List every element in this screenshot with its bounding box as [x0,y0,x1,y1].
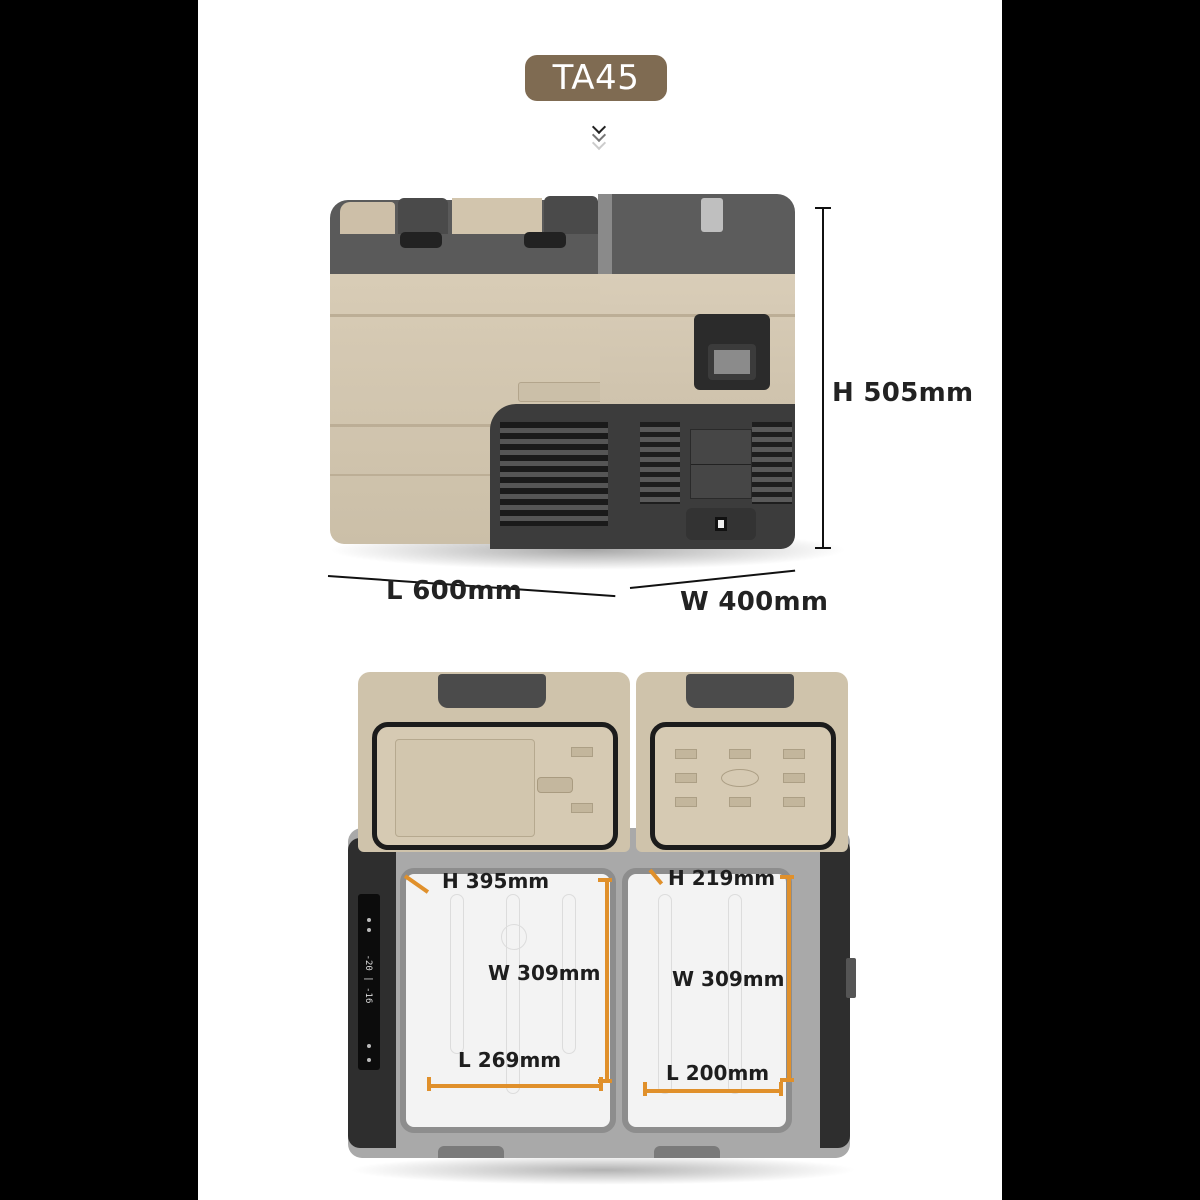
measure-tick [427,1077,431,1091]
lid-corner-trim [598,194,612,274]
lid-knob [537,777,573,793]
button-dot [367,1044,371,1048]
width-label: W 400mm [680,587,829,617]
power-port-housing [686,508,756,540]
model-badge: TA45 [525,55,667,101]
vent-grille [640,422,680,504]
lid-left-open [358,672,630,852]
measure-tick [598,878,612,882]
lid-side [600,194,795,274]
indicator-dot [367,928,371,932]
carry-handle [694,314,770,390]
lid-latch [524,232,566,248]
right-height-label: H 219mm [668,866,776,890]
cooler-floor-shadow [348,1155,858,1185]
measure-tick [780,1078,794,1082]
lid-rib [675,773,697,783]
lid-hinge-cover [438,674,546,708]
lid-rib [571,747,593,757]
display-temperature: -20 | -16 [363,954,373,1004]
body-recess [518,382,606,402]
width-measure-line [605,879,609,1082]
lid-panel [452,198,542,234]
control-side-frame: -20 | -16 [348,838,396,1148]
height-dimension-line [822,208,824,548]
left-length-label: L 269mm [458,1048,562,1072]
lid-hinge-cover [398,198,448,234]
lid-rib [729,749,751,759]
battery-door [690,429,752,499]
lid-gasket [372,722,618,850]
drain-plug [501,924,527,950]
lid-rib [783,797,805,807]
body-groove [330,314,600,317]
control-display: -20 | -16 [358,894,380,1070]
button-dot [367,1058,371,1062]
side-latch [846,958,856,998]
cooler-exterior-image [328,192,798,572]
right-width-label: W 309mm [672,967,785,991]
lid-rib [783,749,805,759]
body-groove [330,424,500,427]
body-groove [330,474,490,476]
floor-ridge [506,894,520,1094]
right-zone-temp: -16 [363,987,373,1004]
carry-handle-grip [708,344,756,380]
power-socket-icon [715,517,727,531]
right-letterbox-bar [1002,0,1200,1200]
lid-storage-panel [395,739,535,837]
right-length-label: L 200mm [666,1061,770,1085]
length-measure-line [428,1084,602,1088]
lid-hinge-cover [686,674,794,708]
lid-right-open [636,672,848,852]
vent-grille [752,422,792,504]
chevron-down-triple-icon [590,119,610,156]
dimension-tick [815,207,831,209]
height-label: H 505mm [832,378,974,408]
left-width-label: W 309mm [488,961,601,985]
lid-rib [675,749,697,759]
floor-ridge [450,894,464,1054]
lid-lock [701,198,723,232]
base-foot [654,1146,720,1158]
lid-rib [783,773,805,783]
lid-rib [571,803,593,813]
measure-tick [779,1082,783,1096]
measure-tick [643,1082,647,1096]
lid-center-boss [721,769,759,787]
dimension-tick [815,547,831,549]
product-infographic: TA45 [198,0,1002,1200]
floor-ridge [658,894,672,1094]
fridge-compartment-small [622,868,792,1133]
measure-tick [780,875,794,879]
right-side-frame [820,838,856,1148]
indicator-dot [367,918,371,922]
lid-rib [729,797,751,807]
width-measure-line [787,876,791,1080]
lid-hinge-cover [544,196,598,234]
lid-panel [340,202,395,234]
measure-tick [598,1079,612,1083]
lid-rib [675,797,697,807]
left-letterbox-bar [0,0,198,1200]
left-zone-temp: -20 [363,954,373,971]
freezer-compartment-large [400,868,616,1133]
base-foot [438,1146,504,1158]
lid-gasket [650,722,836,850]
vent-grille [500,422,608,526]
compressor-panel [490,404,795,549]
length-measure-line [644,1089,782,1093]
measure-tick [599,1077,603,1091]
floor-ridge [728,894,742,1094]
left-height-label: H 395mm [442,869,550,893]
floor-ridge [562,894,576,1054]
lid-latch [400,232,442,248]
door-seam [691,464,751,465]
length-label: L 600mm [386,576,523,606]
